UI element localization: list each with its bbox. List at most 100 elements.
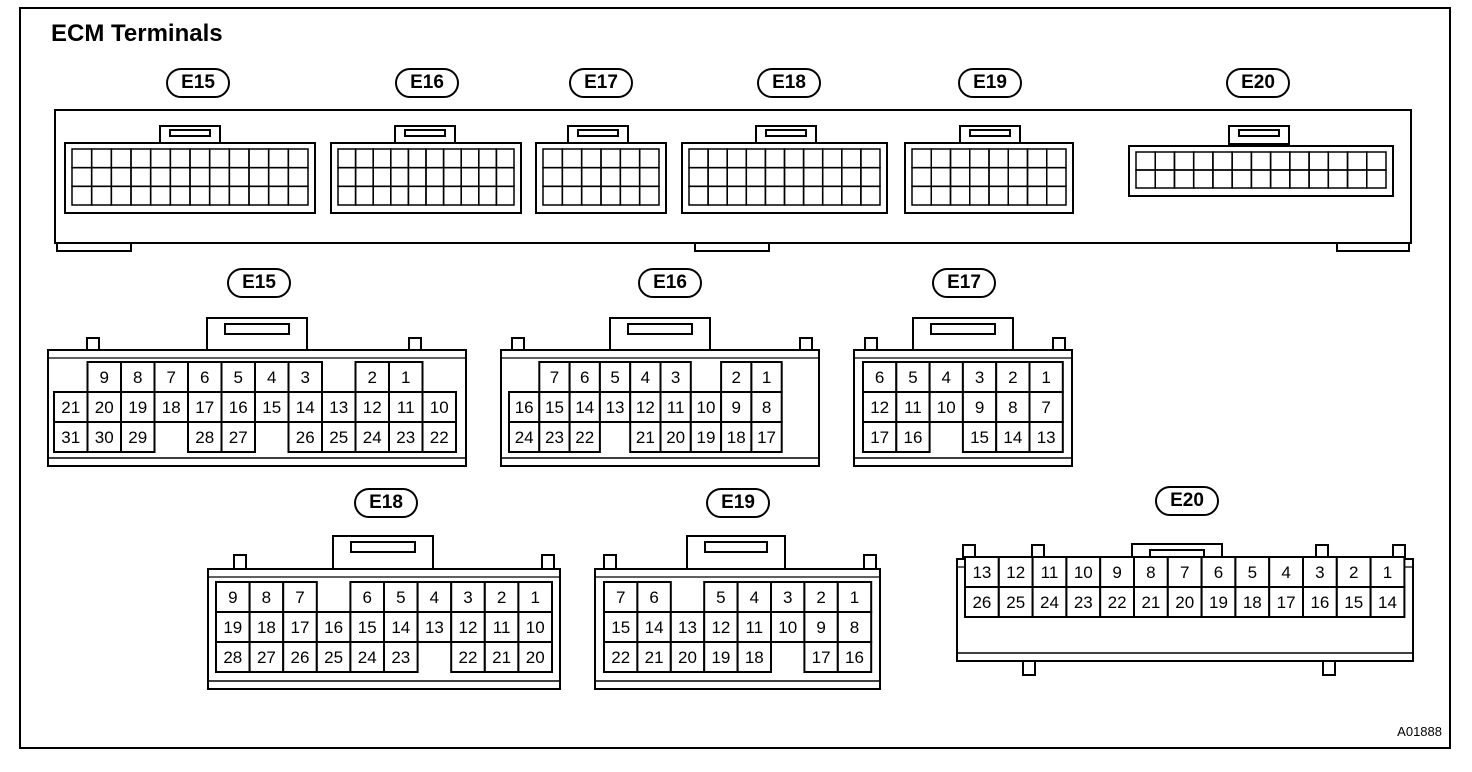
svg-text:7: 7 — [1041, 398, 1050, 417]
svg-text:28: 28 — [223, 648, 242, 667]
svg-text:24: 24 — [515, 428, 534, 447]
terminal-e15-6: 6 — [187, 361, 223, 393]
svg-text:3: 3 — [463, 588, 472, 607]
terminal-e18-17: 17 — [282, 611, 318, 643]
svg-text:6: 6 — [649, 588, 658, 607]
terminal-e16-13: 13 — [598, 391, 632, 423]
terminal-e15-13: 13 — [321, 391, 357, 423]
svg-text:8: 8 — [850, 618, 859, 637]
terminal-e18-26: 26 — [282, 641, 318, 673]
svg-text:17: 17 — [757, 428, 776, 447]
terminal-e18-5: 5 — [383, 581, 419, 613]
terminal-e17-6: 6 — [862, 361, 898, 393]
svg-text:2: 2 — [816, 588, 825, 607]
terminal-e18-1: 1 — [517, 581, 553, 613]
svg-text:4: 4 — [942, 368, 951, 387]
svg-text:8: 8 — [262, 588, 271, 607]
svg-text:13: 13 — [329, 398, 348, 417]
terminal-e19-6: 6 — [636, 581, 672, 613]
terminal-e17-15: 15 — [961, 421, 998, 453]
terminal-e16-7: 7 — [538, 361, 571, 393]
svg-text:9: 9 — [732, 398, 741, 417]
terminal-e19-20: 20 — [669, 641, 706, 673]
svg-text:15: 15 — [545, 398, 564, 417]
svg-text:22: 22 — [1108, 593, 1127, 612]
connector-e15-label: E15 — [227, 268, 291, 298]
svg-text:23: 23 — [1074, 593, 1093, 612]
svg-text:3: 3 — [671, 368, 680, 387]
svg-text:24: 24 — [363, 428, 382, 447]
terminal-e15-7: 7 — [153, 361, 189, 393]
svg-text:20: 20 — [526, 648, 545, 667]
terminal-e20-24: 24 — [1031, 586, 1068, 618]
svg-text:19: 19 — [1209, 593, 1228, 612]
svg-text:28: 28 — [195, 428, 214, 447]
svg-text:1: 1 — [1383, 563, 1392, 582]
terminal-e20-11: 11 — [1031, 556, 1068, 588]
svg-text:1: 1 — [1041, 368, 1050, 387]
terminal-e15-26: 26 — [287, 421, 323, 453]
svg-text:6: 6 — [200, 368, 209, 387]
top-label-e20: E20 — [1226, 68, 1290, 98]
svg-text:18: 18 — [257, 618, 276, 637]
svg-text:14: 14 — [1378, 593, 1397, 612]
terminal-e18-2: 2 — [483, 581, 520, 613]
terminal-e15-24: 24 — [354, 421, 390, 453]
svg-text:18: 18 — [745, 648, 764, 667]
terminal-e20-7: 7 — [1166, 556, 1203, 588]
terminal-e20-16: 16 — [1302, 586, 1338, 618]
svg-text:23: 23 — [396, 428, 415, 447]
terminal-e19-21: 21 — [636, 641, 672, 673]
connector-e16-label: E16 — [638, 268, 702, 298]
terminal-e18-27: 27 — [248, 641, 285, 673]
svg-text:11: 11 — [397, 398, 415, 417]
svg-text:20: 20 — [666, 428, 685, 447]
svg-text:3: 3 — [975, 368, 984, 387]
svg-text:8: 8 — [1008, 398, 1017, 417]
terminal-e15-31: 31 — [53, 421, 89, 453]
terminal-e18-13: 13 — [416, 611, 453, 643]
svg-text:17: 17 — [870, 428, 889, 447]
terminal-e15-3: 3 — [287, 361, 323, 393]
svg-text:3: 3 — [783, 588, 792, 607]
terminal-e18-21: 21 — [483, 641, 520, 673]
terminal-e16-21: 21 — [629, 421, 662, 453]
svg-text:12: 12 — [870, 398, 889, 417]
terminal-e19-19: 19 — [703, 641, 739, 673]
terminal-e15-22: 22 — [421, 421, 457, 453]
terminal-e19-5: 5 — [703, 581, 739, 613]
terminal-e19-8: 8 — [836, 611, 873, 643]
svg-text:5: 5 — [234, 368, 243, 387]
svg-text:25: 25 — [1006, 593, 1025, 612]
terminal-e16-8: 8 — [750, 391, 783, 423]
svg-text:21: 21 — [492, 648, 511, 667]
svg-text:9: 9 — [228, 588, 237, 607]
terminal-e20-13: 13 — [964, 556, 1000, 588]
svg-text:10: 10 — [937, 398, 956, 417]
svg-text:14: 14 — [575, 398, 594, 417]
terminal-e18-7: 7 — [282, 581, 318, 613]
svg-text:4: 4 — [641, 368, 650, 387]
svg-text:15: 15 — [358, 618, 377, 637]
terminal-e15-16: 16 — [220, 391, 256, 423]
terminal-e18-19: 19 — [215, 611, 251, 643]
terminal-e19-22: 22 — [603, 641, 639, 673]
terminal-e16-3: 3 — [659, 361, 692, 393]
terminal-e16-19: 19 — [689, 421, 723, 453]
svg-text:3: 3 — [1315, 563, 1324, 582]
terminal-e20-9: 9 — [1099, 556, 1135, 588]
svg-text:11: 11 — [1041, 563, 1059, 582]
terminal-e15-12: 12 — [354, 391, 390, 423]
terminal-e17-4: 4 — [928, 361, 964, 393]
svg-text:1: 1 — [401, 368, 410, 387]
svg-text:1: 1 — [850, 588, 859, 607]
connector-e20-label: E20 — [1155, 486, 1219, 516]
svg-text:13: 13 — [425, 618, 444, 637]
terminal-e15-14: 14 — [287, 391, 323, 423]
terminal-e16-15: 15 — [538, 391, 571, 423]
terminal-e16-20: 20 — [659, 421, 692, 453]
svg-text:5: 5 — [1248, 563, 1257, 582]
